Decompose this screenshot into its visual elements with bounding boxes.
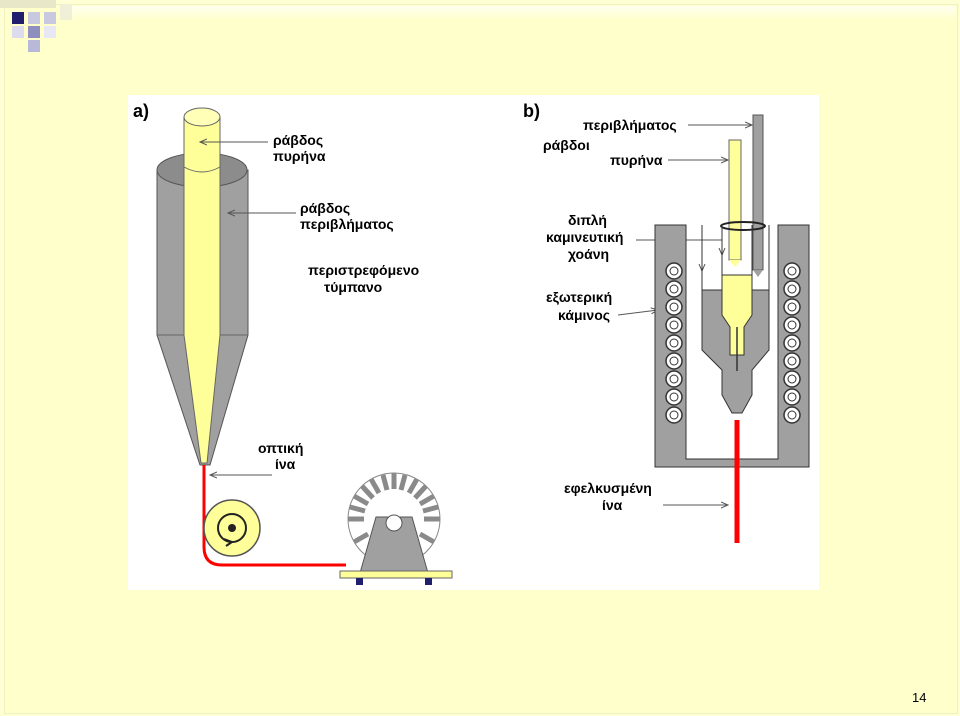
label-cladding-rod: ράβδος περιβλήματος <box>228 200 394 232</box>
svg-text:περιστρεφόμενο: περιστρεφόμενο <box>308 262 419 278</box>
take-up-drum <box>339 472 453 585</box>
svg-text:ίνα: ίνα <box>602 497 623 513</box>
double-crucible <box>701 225 770 414</box>
title-band <box>60 6 956 20</box>
label-rods: ράβδοι <box>543 137 590 153</box>
svg-text:εφελκυσμένη: εφελκυσμένη <box>564 480 652 496</box>
label-drawn-fiber: εφελκυσμένη ίνα <box>564 480 728 513</box>
panel-b-label: b) <box>523 101 540 121</box>
pulley-wheel <box>203 499 261 557</box>
optical-fiber-line <box>202 465 346 567</box>
svg-text:καμινευτική: καμινευτική <box>546 229 623 245</box>
svg-text:ράβδος: ράβδος <box>273 132 323 148</box>
svg-text:οπτική: οπτική <box>258 440 303 456</box>
label-outer-furnace: εξωτερική κάμινος <box>546 289 658 323</box>
label-cladding: περιβλήματος <box>583 117 677 133</box>
label-double-crucible: διπλή καμινευτική χοάνη <box>546 212 722 271</box>
slide-decoration <box>0 0 72 52</box>
svg-text:χοάνη: χοάνη <box>568 246 609 262</box>
preform-drum <box>156 107 249 466</box>
svg-text:κάμινος: κάμινος <box>558 307 610 323</box>
svg-text:εξωτερική: εξωτερική <box>546 289 612 305</box>
svg-text:περιβλήματος: περιβλήματος <box>300 216 394 232</box>
fiber-drawing-figure: a) ράβδος πυρήνα ράβδος περιβλήματος περ… <box>128 95 819 590</box>
outer-furnace <box>654 224 810 468</box>
svg-text:πυρήνα: πυρήνα <box>273 148 326 164</box>
label-core-rod: ράβδος πυρήνα <box>200 132 326 164</box>
svg-text:τύμπανο: τύμπανο <box>324 279 382 295</box>
label-core: πυρήνα <box>610 152 663 168</box>
panel-a-label: a) <box>133 101 149 121</box>
panel-a: a) ράβδος πυρήνα ράβδος περιβλήματος περ… <box>133 101 453 585</box>
label-optical-fiber: οπτική ίνα <box>210 440 303 475</box>
label-rotating-drum: περιστρεφόμενο τύμπανο <box>308 262 419 295</box>
svg-text:ράβδος: ράβδος <box>300 200 350 216</box>
page-number: 14 <box>912 690 927 705</box>
svg-text:διπλή: διπλή <box>568 212 607 228</box>
feed-rods <box>720 114 766 277</box>
svg-text:ίνα: ίνα <box>275 456 296 472</box>
panel-b: b) περιβλήματος ράβδοι πυρήνα διπλή καμι… <box>523 101 810 543</box>
